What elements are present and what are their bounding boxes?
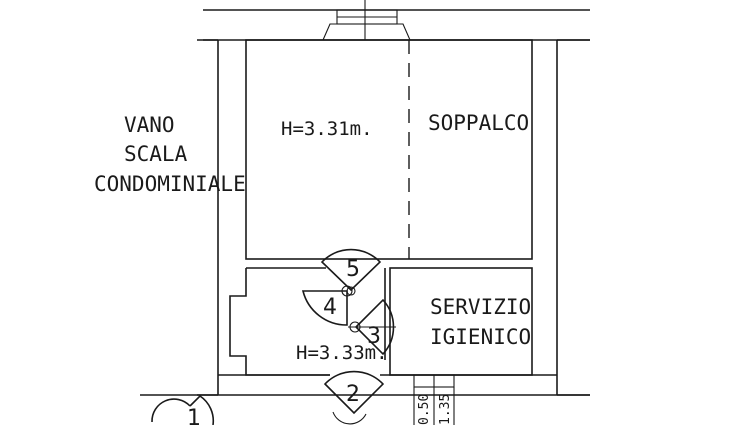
bottom-pillar — [413, 374, 455, 425]
viewpoint-1: 1 — [151, 394, 215, 425]
viewpoint-4: 4 — [301, 285, 353, 326]
viewpoint-label: 1 — [187, 406, 201, 425]
flue-element — [322, 0, 411, 41]
viewpoint-label: 2 — [346, 382, 360, 407]
viewpoint-label: 3 — [367, 324, 381, 349]
right-wall — [556, 39, 590, 396]
dimension-label: 1.35 — [438, 394, 453, 425]
viewpoint-3: 3 — [348, 298, 396, 356]
viewpoint-2: 2 — [323, 370, 385, 425]
stair-label-line1: VANO — [124, 113, 175, 137]
stair-label-line2: SCALA — [124, 142, 188, 166]
bathroom-label-line1: SERVIZIO — [430, 295, 531, 319]
height-main-label: H=3.31m. — [281, 118, 373, 140]
bathroom-label-line2: IGIENICO — [430, 325, 531, 349]
height-entry-label: H=3.33m. — [296, 342, 388, 364]
stair-wall — [197, 39, 219, 396]
stair-label-line3: CONDOMINIALE — [94, 172, 246, 196]
main-room — [245, 39, 533, 260]
mezzanine-label: SOPPALCO — [428, 111, 529, 135]
bathroom — [389, 267, 533, 376]
dimension-label: 0.50 — [417, 394, 432, 425]
viewpoint-label: 4 — [323, 295, 337, 320]
viewpoint-label: 5 — [346, 257, 360, 282]
